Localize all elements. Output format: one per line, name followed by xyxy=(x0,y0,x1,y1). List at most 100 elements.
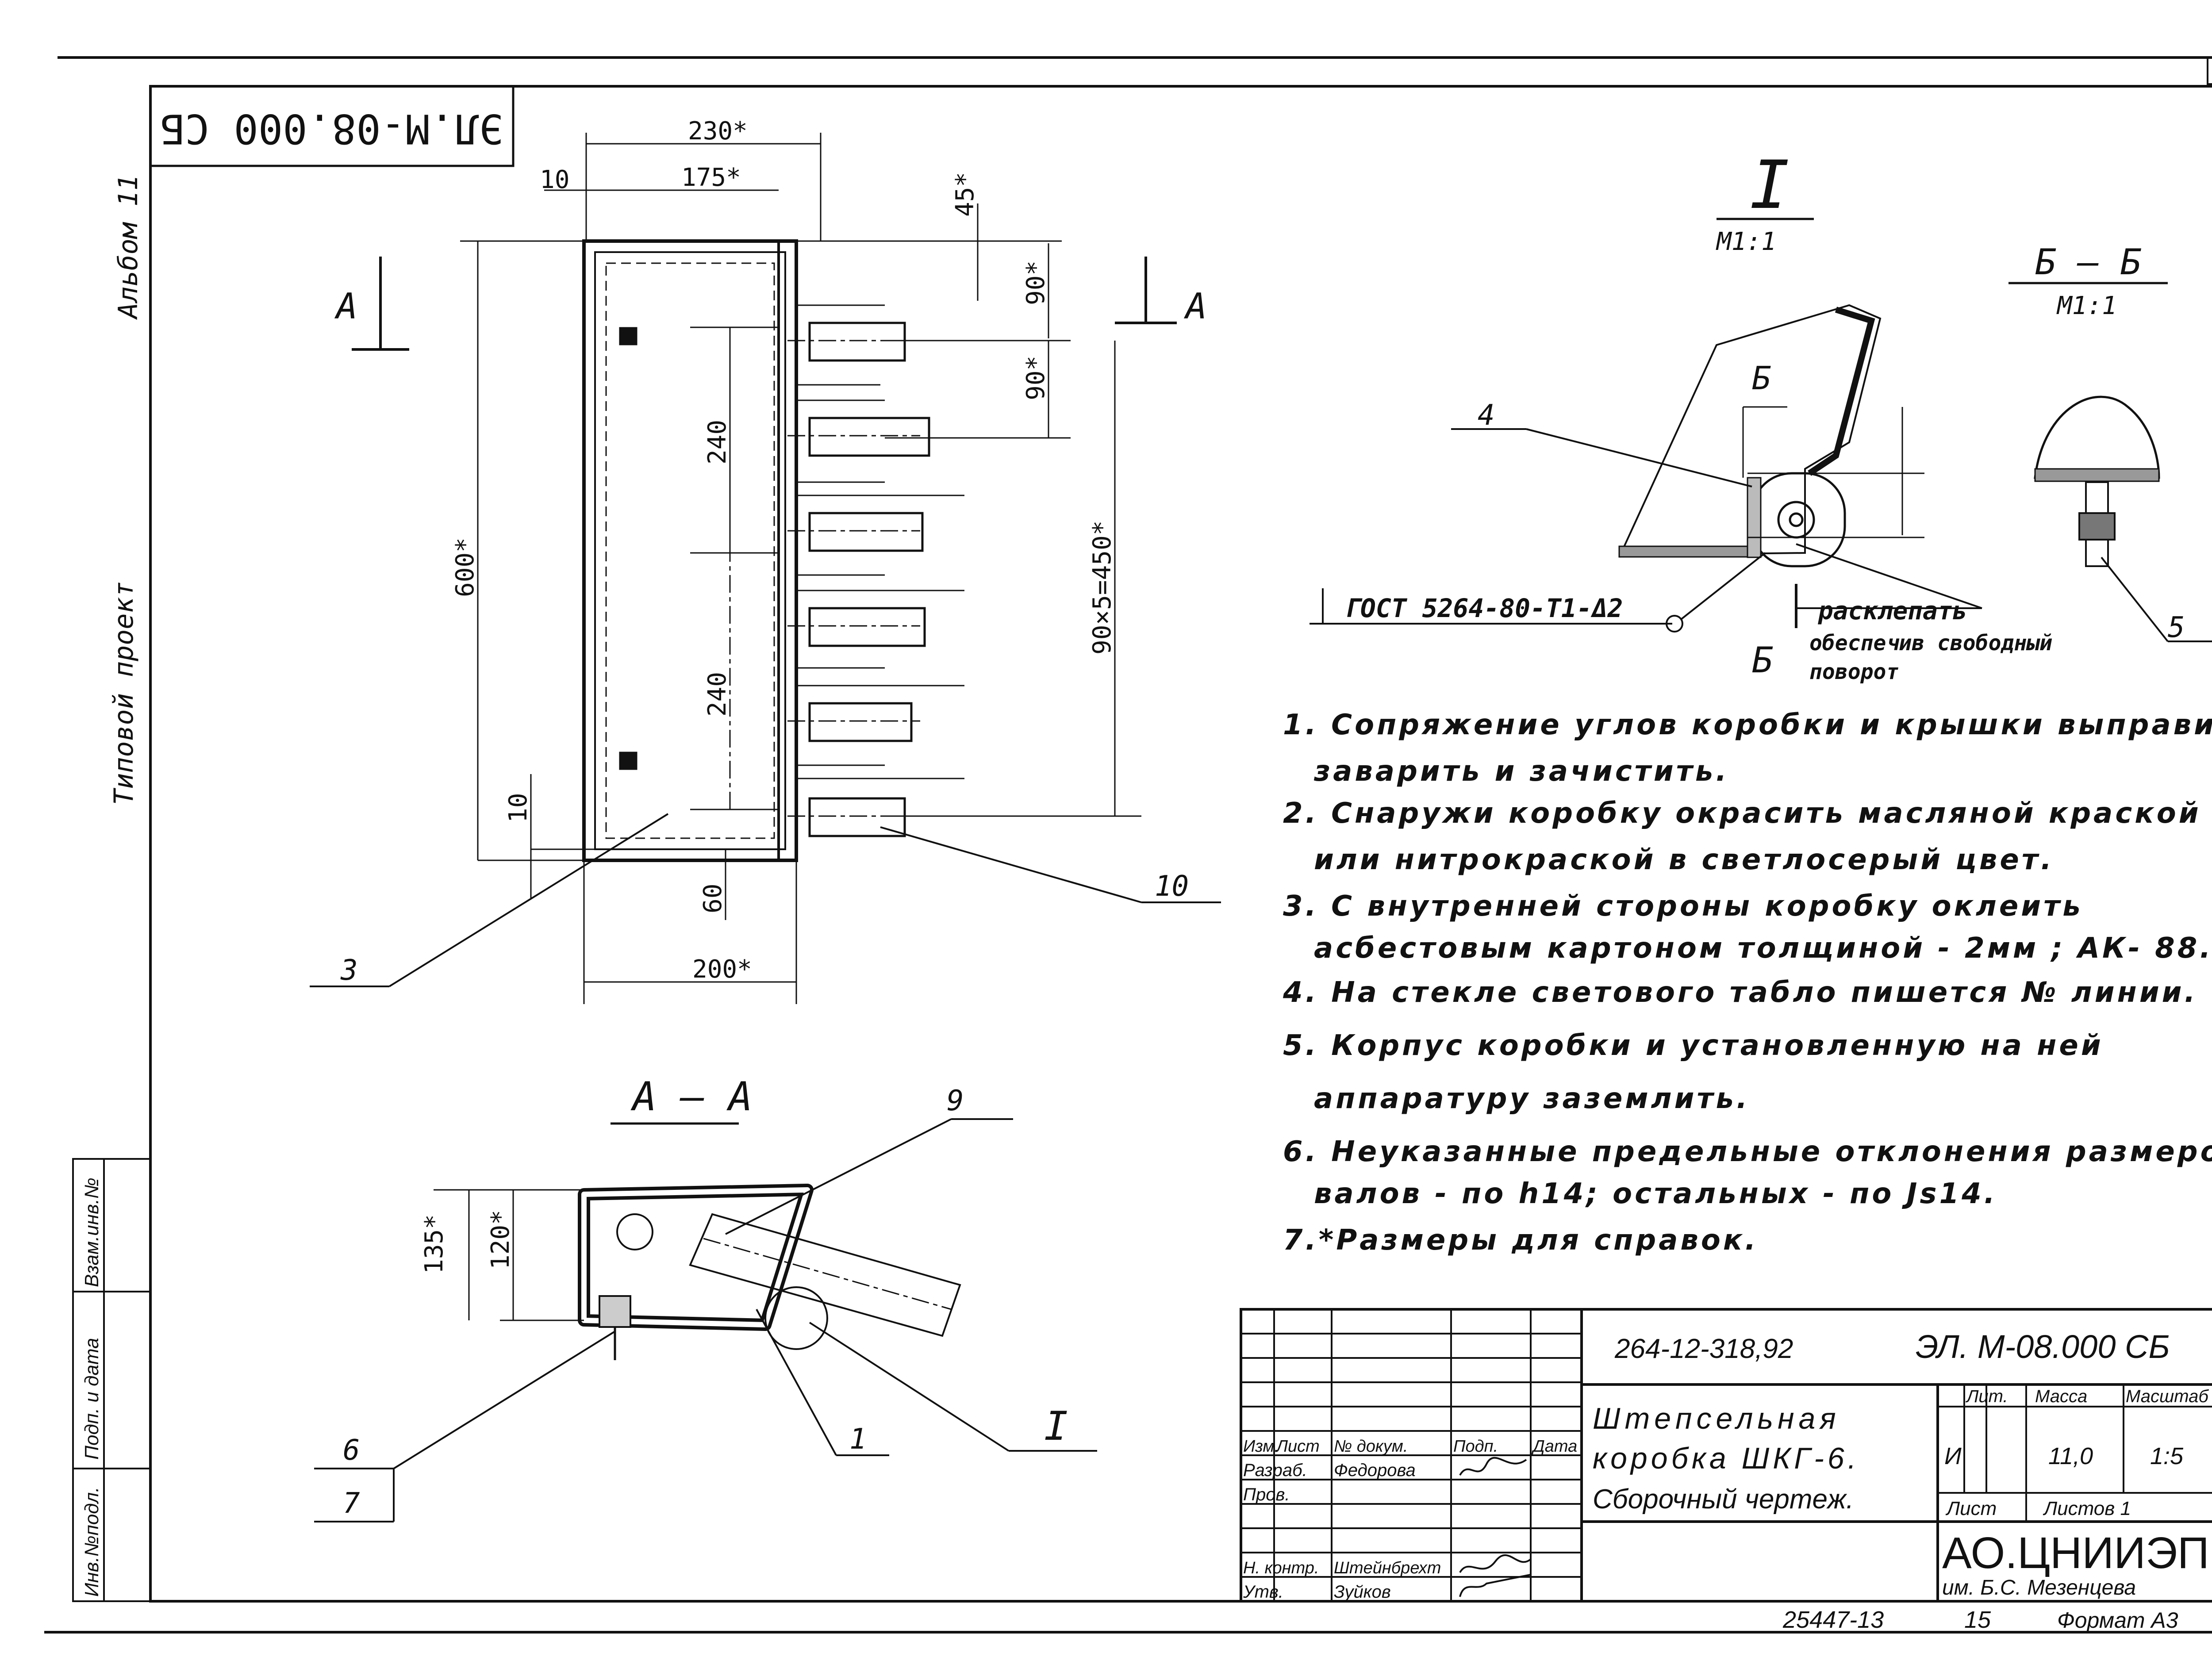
note-line: 4. На стекле светового табло пишется № л… xyxy=(1283,976,2198,1009)
dim-90-a: 90* xyxy=(1022,261,1050,305)
note-line: асбестовым картоном толщиной - 2мм ; АК-… xyxy=(1314,932,2212,965)
detail-i-title: I xyxy=(1750,147,1790,224)
dim-10-top: 10 xyxy=(540,165,569,194)
dim-200: 200* xyxy=(692,955,752,984)
sheets-label: Листов 1 xyxy=(2043,1498,2131,1519)
mount-hole-top xyxy=(619,327,637,345)
note-line: заварить и зачистить. xyxy=(1313,755,1729,788)
callout-6: 6 xyxy=(343,1434,360,1467)
header-list: Лист xyxy=(1275,1437,1320,1456)
note-line: 3. С внутренней стороны коробку оклеить xyxy=(1283,890,2083,923)
dim-45: 45* xyxy=(951,172,979,217)
rivet-note-3: поворот xyxy=(1809,660,1899,684)
title-block-text: 264-12-318,92 ЭЛ. М-08.000 СБ Штепсельна… xyxy=(1243,1328,2209,1602)
detail-i xyxy=(1310,218,1982,633)
note-line: 5. Корпус коробки и установленную на ней xyxy=(1283,1029,2104,1062)
dim-60: 60 xyxy=(699,884,727,913)
scale-value: 1:5 xyxy=(2150,1443,2184,1469)
note-line: 1. Сопряжение углов коробки и крышки вып… xyxy=(1283,709,2212,741)
header-date: Дата xyxy=(1531,1437,1577,1456)
rivet-note-1: расклепать xyxy=(1817,597,1967,625)
project-number: 264-12-318,92 xyxy=(1614,1334,1793,1364)
plug-body xyxy=(689,1213,961,1337)
rivet-note-2: обеспечив свободный xyxy=(1809,631,2052,656)
weld-note: ГОСТ 5264-80-Т1-Δ2 xyxy=(1345,593,1623,623)
mount-hole-bottom xyxy=(619,752,637,770)
dim-135: 135* xyxy=(420,1214,449,1274)
callout-10: 10 xyxy=(1155,870,1189,903)
socket xyxy=(808,607,926,647)
dim-600: 600* xyxy=(451,537,480,597)
dim-10-bottom: 10 xyxy=(504,793,533,823)
left-stamp-box xyxy=(72,1158,151,1602)
section-bb-scale: М1:1 xyxy=(2056,291,2117,320)
note-line: или нитрокраской в светлосерый цвет. xyxy=(1314,844,2054,876)
footer-archive-number: 25447-13 xyxy=(1782,1607,1884,1633)
socket xyxy=(808,797,906,837)
code-stamp-box xyxy=(149,85,515,167)
dim-230: 230* xyxy=(688,117,748,146)
note-line: 7.*Размеры для справок. xyxy=(1283,1224,1759,1257)
paper-format: Формат А3 xyxy=(2057,1608,2178,1633)
lit-value: И xyxy=(1944,1443,1962,1469)
section-marker-left: А xyxy=(334,286,357,327)
sheet-label: Лист xyxy=(1945,1498,1997,1519)
callout-5: 5 xyxy=(2168,611,2185,644)
stamp-field: Подп. и дата xyxy=(81,1338,103,1460)
scale-label: Масштаб xyxy=(2126,1387,2209,1406)
header-doc-no: № докум. xyxy=(1334,1437,1408,1456)
socket xyxy=(808,417,930,457)
note-line: 2. Снаружи коробку окрасить масляной кра… xyxy=(1283,797,2201,830)
main-view xyxy=(310,133,1221,1004)
title-block xyxy=(1240,1308,2212,1603)
doc-title-line-2: коробка ШКГ-6. xyxy=(1593,1442,1860,1475)
stamp-field: Инв.№подл. xyxy=(81,1487,103,1597)
socket xyxy=(808,322,906,362)
dim-120: 120* xyxy=(486,1210,515,1269)
signatures xyxy=(1459,1457,1532,1597)
role-label: Разраб. xyxy=(1243,1461,1307,1480)
project-type-label: Типовой проект xyxy=(108,581,139,805)
callout-3: 3 xyxy=(340,954,358,987)
detail-i-section-mark: Б xyxy=(1752,360,1771,397)
socket xyxy=(808,512,924,552)
dim-175: 175* xyxy=(681,163,741,192)
detail-i-body xyxy=(1618,304,1882,558)
section-b-mark: Б xyxy=(1752,640,1773,681)
callout-7: 7 xyxy=(343,1487,360,1520)
footer-page-number: 15 xyxy=(1964,1607,1991,1633)
role-label: Н. контр. xyxy=(1243,1559,1319,1577)
section-marker-right: А xyxy=(1183,286,1207,327)
role-label: Утв. xyxy=(1243,1582,1283,1602)
document-code: ЭЛ. М-08.000 СБ xyxy=(1916,1328,2170,1365)
section-bb-body xyxy=(2034,395,2160,479)
mass-value: 11,0 xyxy=(2048,1443,2093,1469)
section-aa xyxy=(314,1118,1097,1522)
role-name: Штейнбрехт xyxy=(1334,1559,1441,1577)
callout-I: I xyxy=(1044,1403,1068,1450)
header-izm: Изм. xyxy=(1243,1437,1279,1456)
doc-title-line-1: Штепсельная xyxy=(1593,1402,1840,1435)
socket xyxy=(808,702,913,742)
role-name: Федорова xyxy=(1334,1461,1416,1480)
note-line: валов - по h14; остальных - по Js14. xyxy=(1314,1177,1997,1210)
doc-title-line-3: Сборочный чертеж. xyxy=(1593,1484,1854,1515)
dim-240-a: 240 xyxy=(703,420,732,464)
box-body xyxy=(582,239,798,862)
note-line: 6. Неуказанные предельные отклонения раз… xyxy=(1283,1135,2212,1168)
inner-cardboard xyxy=(605,262,775,839)
rotated-code-stamp: ЭЛ.М-08.000 СБ xyxy=(160,105,503,153)
drawing-frame xyxy=(149,85,2212,1603)
dim-450: 90×5=450* xyxy=(1088,521,1117,655)
organization-logo-text: АО.ЦНИИЭП xyxy=(1942,1528,2209,1578)
callout-1: 1 xyxy=(849,1423,867,1456)
callout-4: 4 xyxy=(1478,399,1495,432)
socket-group xyxy=(808,322,930,837)
section-aa-title: А — А xyxy=(630,1074,753,1120)
callout-9: 9 xyxy=(947,1085,964,1117)
header-sign: Подп. xyxy=(1453,1437,1498,1456)
mass-label: Масса xyxy=(2035,1387,2087,1406)
dimension-lines xyxy=(460,133,1141,1004)
section-bb-title: Б — Б xyxy=(2035,242,2142,283)
